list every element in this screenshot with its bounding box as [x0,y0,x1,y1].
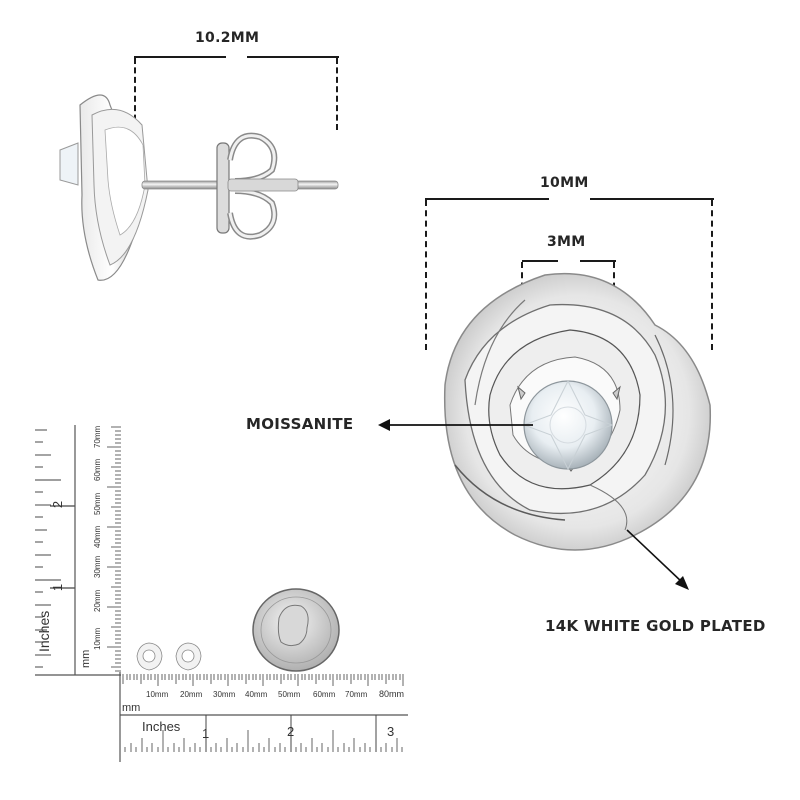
side-width-guide-left [134,58,136,130]
side-width-label: 10.2MM [195,30,260,46]
front-view-earring-image [443,272,712,551]
front-width-label: 10MM [540,175,589,191]
vruler-mm-70: 70mm [93,425,102,448]
vruler-mm-label: mm [80,649,92,668]
front-width-guide-left [425,200,427,350]
front-width-line-right [590,198,714,200]
stone-width-label: 3MM [547,234,586,250]
hruler-mm-50: 50mm [278,690,301,699]
moissanite-arrow [378,419,533,431]
vruler-mm-40: 40mm [93,525,102,548]
vruler-mm-20: 20mm [93,589,102,612]
quarter-coin-image [252,588,340,672]
side-width-line-right [247,56,339,58]
white-gold-callout-label: 14K WHITE GOLD PLATED [545,617,766,635]
hruler-mm-30: 30mm [213,690,236,699]
hruler-inch-2: 2 [287,724,295,739]
hruler-mm-label: mm [122,702,141,714]
hruler-inch-3: 3 [387,724,395,739]
scale-earrings-image [136,642,202,671]
hruler-mm-20: 20mm [180,690,203,699]
side-width-line-left [134,56,226,58]
vertical-ruler [35,425,121,676]
moissanite-callout-label: MOISSANITE [246,415,354,433]
stone-width-line-left [522,260,558,262]
hruler-inch-1: 1 [202,726,210,741]
side-view-earring-image [59,94,339,281]
vruler-mm-10: 10mm [93,627,102,650]
hruler-mm-10: 10mm [146,690,169,699]
vruler-inch-2: 2 [50,500,66,509]
front-width-line-left [425,198,549,200]
hruler-mm-70: 70mm [345,690,368,699]
vruler-inch-1: 1 [50,583,66,592]
vruler-mm-30: 30mm [93,555,102,578]
horizontal-ruler [119,672,408,762]
stone-width-line-right [580,260,616,262]
hruler-mm-40: 40mm [245,690,268,699]
hruler-inches-label: Inches [142,719,181,734]
side-width-guide-right [336,58,338,130]
vruler-mm-60: 60mm [93,458,102,481]
front-width-guide-right [711,200,713,350]
vruler-inches-label: Inches [36,610,52,652]
hruler-mm-60: 60mm [313,690,336,699]
hruler-mm-80: 80mm [379,689,405,699]
vruler-mm-50: 50mm [93,492,102,515]
white-gold-arrow [626,529,689,590]
